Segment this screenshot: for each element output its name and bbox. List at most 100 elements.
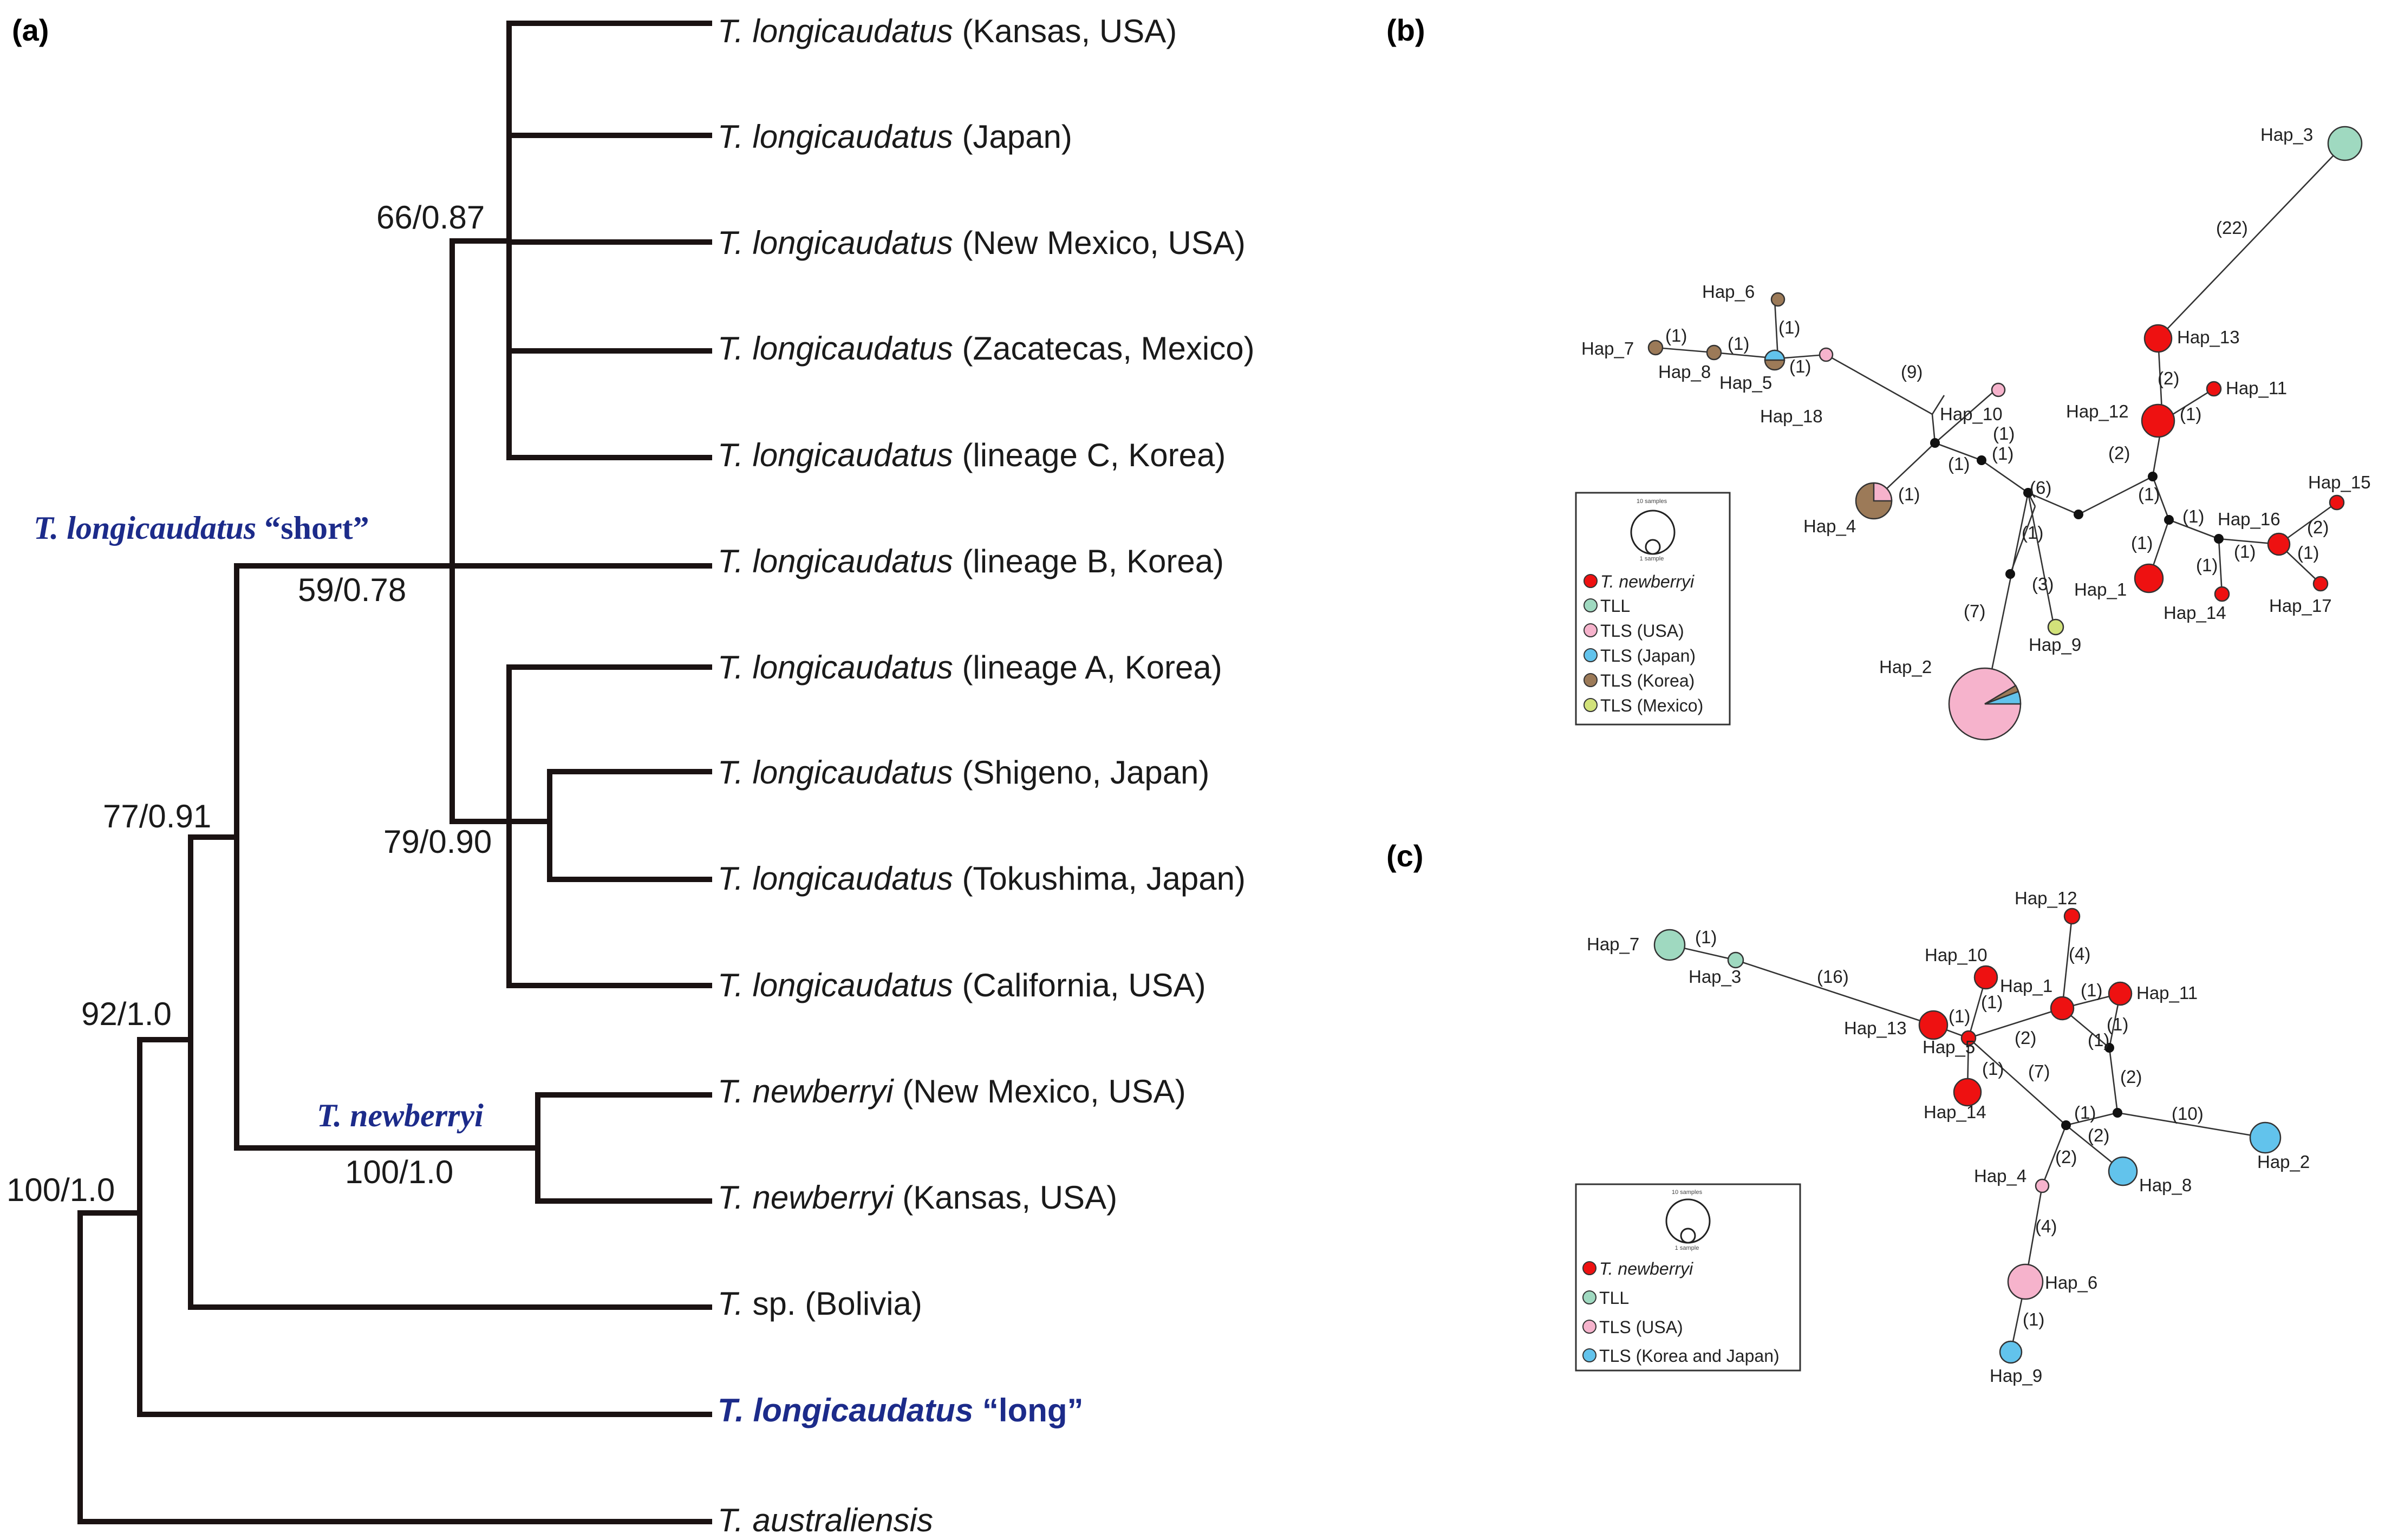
hap-3-node <box>2327 126 2363 161</box>
legend-swatch <box>1582 1261 1596 1275</box>
edge <box>1655 347 1715 354</box>
legend-swatch <box>1584 648 1598 662</box>
step-label: (1) <box>2074 1102 2096 1123</box>
hap-4-node <box>2035 1178 2050 1193</box>
step-label: (2) <box>2015 1028 2036 1048</box>
hap-10-node <box>1973 965 1998 990</box>
step-label: (4) <box>2069 944 2090 964</box>
tree-branches <box>77 21 712 1524</box>
hap-label: Hap_6 <box>2045 1273 2097 1293</box>
hap-label: Hap_17 <box>2269 596 2332 616</box>
support-59: 59/0.78 <box>298 572 406 608</box>
edge <box>1931 395 1945 415</box>
tip-label: T. longicaudatus (Shigeno, Japan) <box>718 754 1209 791</box>
legend-item: TLS (Mexico) <box>1600 696 1703 715</box>
median-vector <box>2148 472 2158 481</box>
hap-label: Hap_5 <box>1923 1037 1975 1057</box>
edge <box>1777 354 1827 360</box>
tip-label: T. longicaudatus (California, USA) <box>718 967 1206 1003</box>
hap-5-node <box>1960 1030 1977 1046</box>
median-vector <box>2104 1043 2114 1053</box>
panel-b-label: (b) <box>1386 13 1425 47</box>
network-b-nodes <box>1647 126 2363 741</box>
legend-swatch <box>1584 574 1598 588</box>
edge <box>1826 354 1933 415</box>
network-b-median-vectors <box>1930 438 2224 579</box>
legend-swatch <box>1582 1320 1596 1334</box>
median-vector <box>2005 569 2015 579</box>
step-label: (2) <box>2088 1125 2109 1145</box>
step-label: (6) <box>2030 478 2051 498</box>
tip-label: T. longicaudatus (lineage B, Korea) <box>718 543 1224 579</box>
edge <box>1981 459 2029 494</box>
step-label: (2) <box>2055 1147 2077 1167</box>
panel-a-label: (a) <box>12 13 49 47</box>
step-label: (1) <box>1993 423 2015 443</box>
network-b-hap-labels: Hap_2 Hap_3 Hap_4 Hap_5 Hap_6 Hap_7 Hap_… <box>1581 125 2371 677</box>
support-66: 66/0.87 <box>376 199 485 236</box>
step-label: (2) <box>2158 368 2179 388</box>
edge <box>2028 492 2079 515</box>
legend-swatch <box>1584 698 1598 712</box>
legend-item: TLS (Korea) <box>1600 671 1695 690</box>
hap-label: Hap_9 <box>2029 635 2081 655</box>
hap-12-node <box>2141 403 2175 438</box>
step-label: (1) <box>2131 533 2153 553</box>
hap-label: Hap_14 <box>1924 1102 1986 1122</box>
hap-13-node <box>2143 324 2173 353</box>
step-label: (1) <box>1695 927 1717 947</box>
network-c-median-vectors <box>2061 1043 2122 1130</box>
network-c-legend: 10 samples 1 sample T. newberryi TLL TLS… <box>1575 1183 1801 1372</box>
hap-label: Hap_2 <box>1879 657 1932 677</box>
edge <box>2168 519 2219 540</box>
legend-scale-top: 10 samples <box>1672 1189 1703 1196</box>
hap-label: Hap_3 <box>2260 125 2313 145</box>
hap-10-node <box>1991 382 2006 397</box>
median-vector <box>2214 534 2224 544</box>
hap-17-node <box>2312 576 2329 592</box>
median-vector <box>1930 438 1940 448</box>
edge <box>1968 1037 2067 1126</box>
step-label: (1) <box>1982 1059 2004 1079</box>
hap-label: Hap_9 <box>1990 1366 2042 1386</box>
legend-item: TLS (Japan) <box>1600 646 1696 665</box>
hap-11-node <box>2206 381 2222 397</box>
step-label: (1) <box>1789 356 1811 376</box>
step-label: (1) <box>1948 454 1970 474</box>
hap-14-node <box>1953 1078 1982 1107</box>
hap-15-node <box>2329 494 2345 511</box>
hap-11-node <box>2108 981 2133 1006</box>
step-label: (7) <box>2028 1061 2050 1081</box>
hap-5-slice-japan <box>1764 349 1786 361</box>
step-label: (1) <box>1728 334 1749 354</box>
tip-label: T. longicaudatus (Japan) <box>718 119 1072 155</box>
edge <box>1934 442 1982 461</box>
hap-label: Hap_8 <box>2139 1175 2192 1195</box>
hap-7-node <box>1653 929 1686 961</box>
tip-label: T. longicaudatus (Zacatecas, Mexico) <box>718 330 1255 367</box>
hap-label: Hap_13 <box>2177 327 2240 347</box>
step-label: (1) <box>2234 541 2256 562</box>
step-label: (1) <box>1981 992 2003 1012</box>
hap-13-node <box>1918 1010 1949 1040</box>
hap-label: Hap_15 <box>2308 472 2371 492</box>
step-label: (1) <box>1665 325 1687 345</box>
hap-2-slice-korea <box>1984 684 2019 705</box>
clade-label-short: T. longicaudatus “short” <box>34 510 369 546</box>
edge <box>2108 1047 2119 1113</box>
step-label: (1) <box>1992 443 2013 464</box>
hap-label: Hap_1 <box>2074 579 2127 599</box>
step-label: (1) <box>1778 317 1800 337</box>
hap-label: Hap_5 <box>1719 373 1772 393</box>
legend-item: T. newberryi <box>1599 1259 1693 1278</box>
hap-14-node <box>2214 586 2230 602</box>
legend-item: TLS (USA) <box>1600 621 1684 641</box>
network-c-step-labels: (1) (16) (1) (1) (1) (2) (7) (4) (1) (1)… <box>1695 927 2204 1329</box>
support-79: 79/0.90 <box>383 824 492 860</box>
step-label: (7) <box>1964 601 1985 621</box>
hap-1-node <box>2050 996 2075 1021</box>
hap-label: Hap_10 <box>1925 945 1988 965</box>
step-label: (1) <box>1898 484 1920 504</box>
support-100-newberryi: 100/1.0 <box>345 1154 453 1190</box>
